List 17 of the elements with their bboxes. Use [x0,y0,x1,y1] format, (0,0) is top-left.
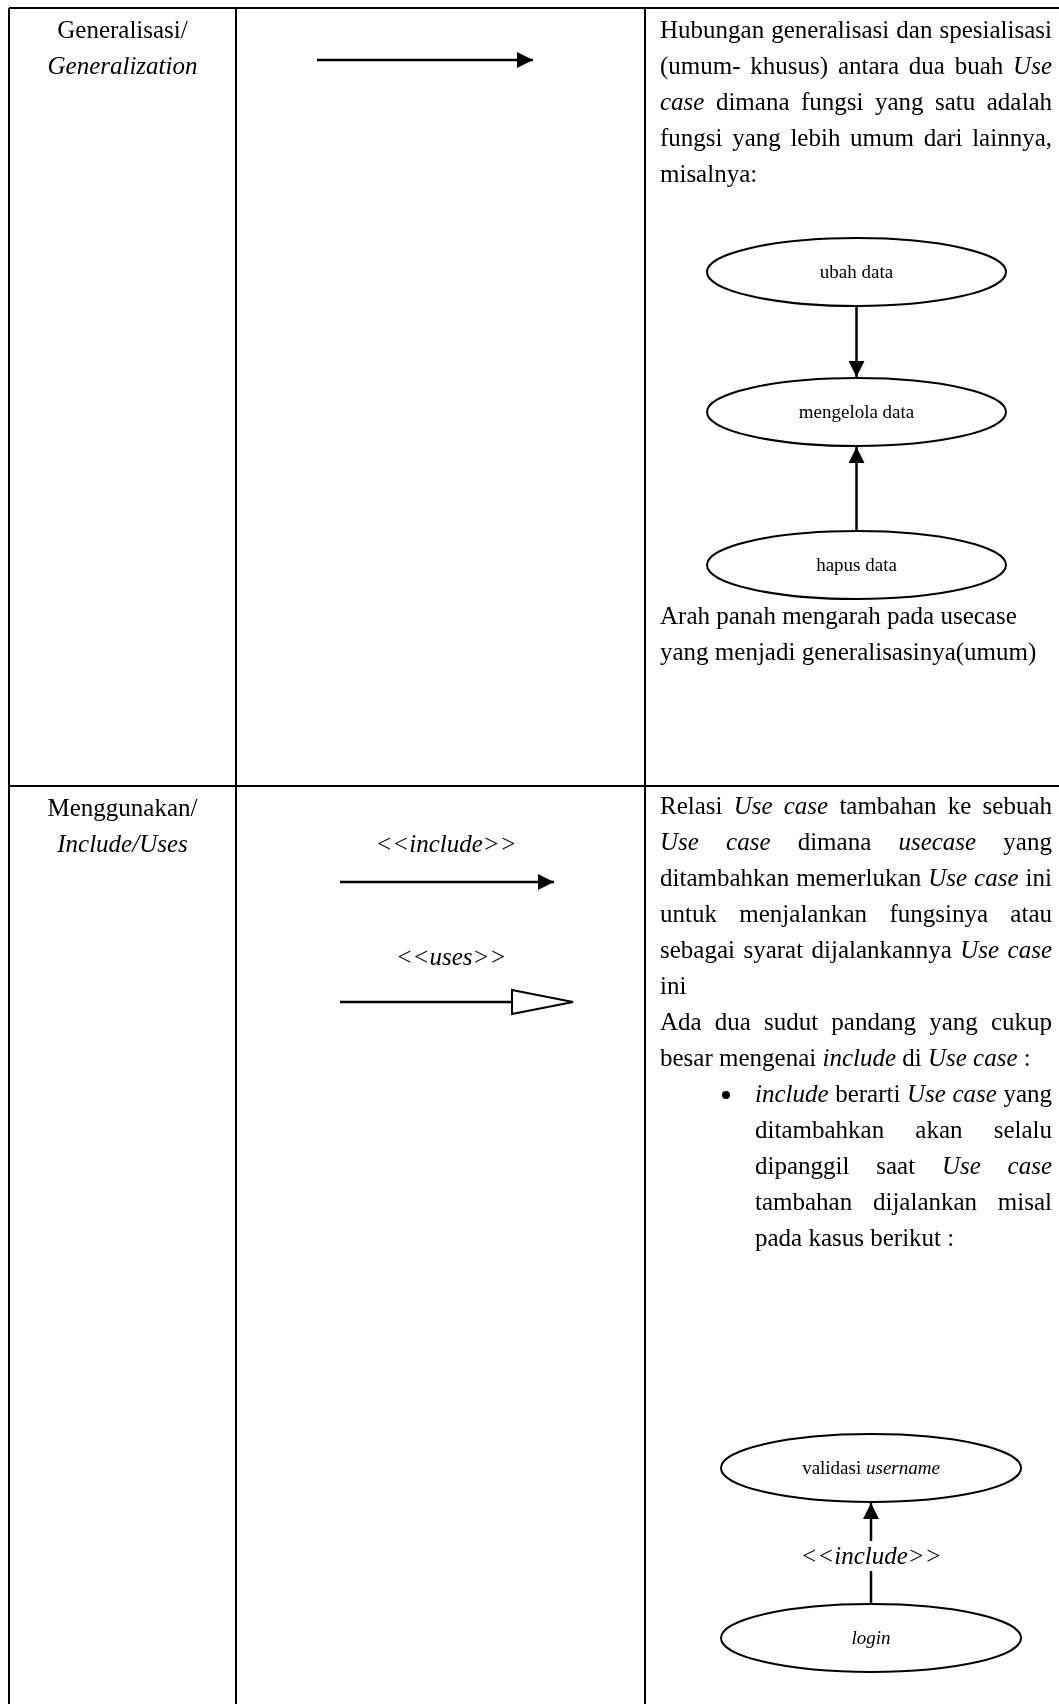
paragraph: Arah panah mengarah pada usecase yang menjadi generalisasinya(umum) [660,601,1038,667]
list-item: include berarti Use case yang ditambahkan akan selalu dipanggil saat Use case tambahan dijalankan misal pada kasus berikut : [755,1079,1052,1253]
stereotype-label: <<uses>> [394,942,508,972]
paragraph: Hubungan generalisasi dan spesialisasi (umum- khusus) antara dua buah Use case dimana fungsi yang satu adalah fungsi yang lebih umum dari lainnya, misalnya: [660,15,1052,189]
use-case-ellipse: validasi username [720,1433,1022,1503]
use-case-ellipse: hapus data [706,530,1007,600]
edge-label: <<include>> [800,1541,942,1571]
use-case-ellipse: mengelola data [706,377,1007,447]
row-heading: Menggunakan/ Include/Uses [46,793,199,859]
paragraph: Relasi Use case tambahan ke sebuah Use case dimana usecase yang ditambahkan memerlukan Use case ini untuk menjalankan fungsinya atau sebagai syarat dijalankannya Use case ini [660,791,1052,1001]
row-heading: Generalisasi/ Generalization [46,15,199,81]
use-case-ellipse: login [720,1603,1022,1673]
use-case-ellipse: ubah data [706,237,1007,307]
arrow [848,307,865,377]
paragraph: Ada dua sudut pandang yang cukup besar mengenai include di Use case : [660,1007,1052,1073]
arrow [848,447,865,530]
stereotype-label: <<include>> [374,829,518,859]
